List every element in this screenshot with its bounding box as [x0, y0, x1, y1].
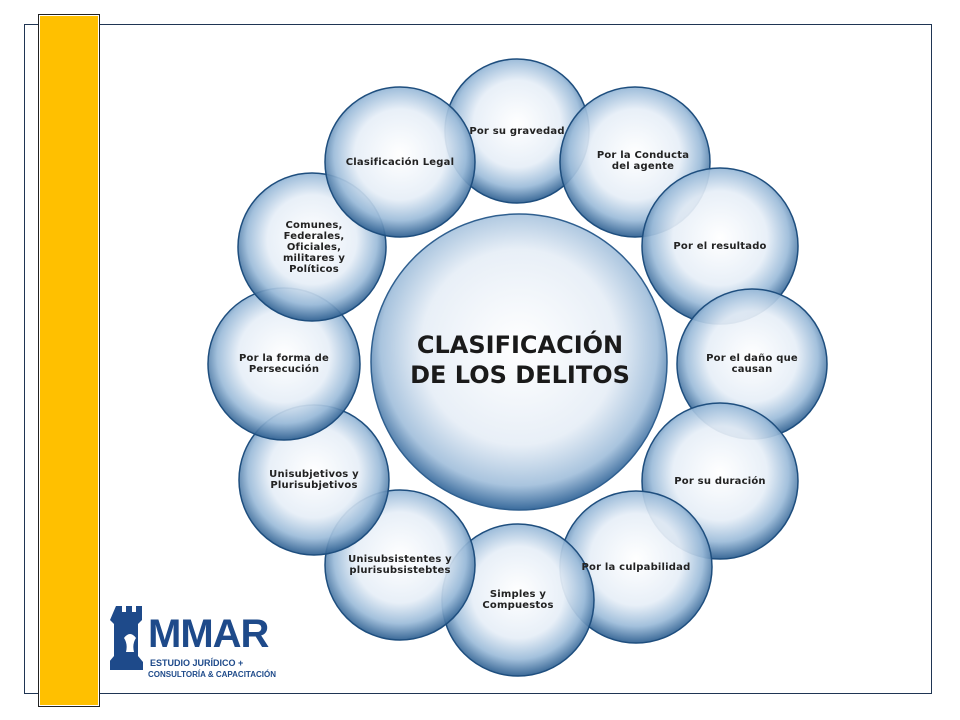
bubble-label-11: Comunes, Federales, Oficiales, militares…: [282, 219, 346, 275]
chess-rook-icon: [110, 606, 143, 670]
bubble-label-4: Por el daño que causan: [706, 353, 798, 375]
bubble-label-5: Por su duración: [674, 475, 766, 487]
bubble-label-12: Clasificación Legal: [345, 156, 455, 168]
bubble-label-10: Por la forma de Persecución: [238, 353, 329, 375]
bubble-label-3: Por el resultado: [673, 240, 767, 252]
accent-bar: [40, 16, 98, 705]
bubble-label-8: Unisubsistentes y plurisubsistebtes: [348, 554, 452, 576]
bubble-label-9: Unisubjetivos y Plurisubjetivos: [269, 469, 359, 491]
logo-name: MMAR: [148, 612, 269, 656]
bubble-label-7: Simples y Compuestos: [482, 589, 554, 611]
company-logo: MMAR ESTUDIO JURÍDICO + CONSULTORÍA & CA…: [110, 598, 276, 688]
bubble-12: [324, 86, 476, 238]
bubble-label-6: Por la culpabilidad: [581, 561, 691, 573]
bubble-label-1: Por su gravedad: [469, 125, 565, 137]
logo-line-1: ESTUDIO JURÍDICO +: [150, 658, 244, 668]
outer-bubbles: [207, 58, 828, 677]
slide-frame: [24, 24, 932, 694]
logo-line-2: CONSULTORÍA & CAPACITACIÓN: [148, 670, 276, 679]
diagram-title: CLASIFICACIÓN DE LOS DELITOS: [410, 331, 630, 389]
center-bubble: [370, 213, 668, 511]
bubble-label-2: Por la Conducta del agente: [596, 150, 690, 172]
